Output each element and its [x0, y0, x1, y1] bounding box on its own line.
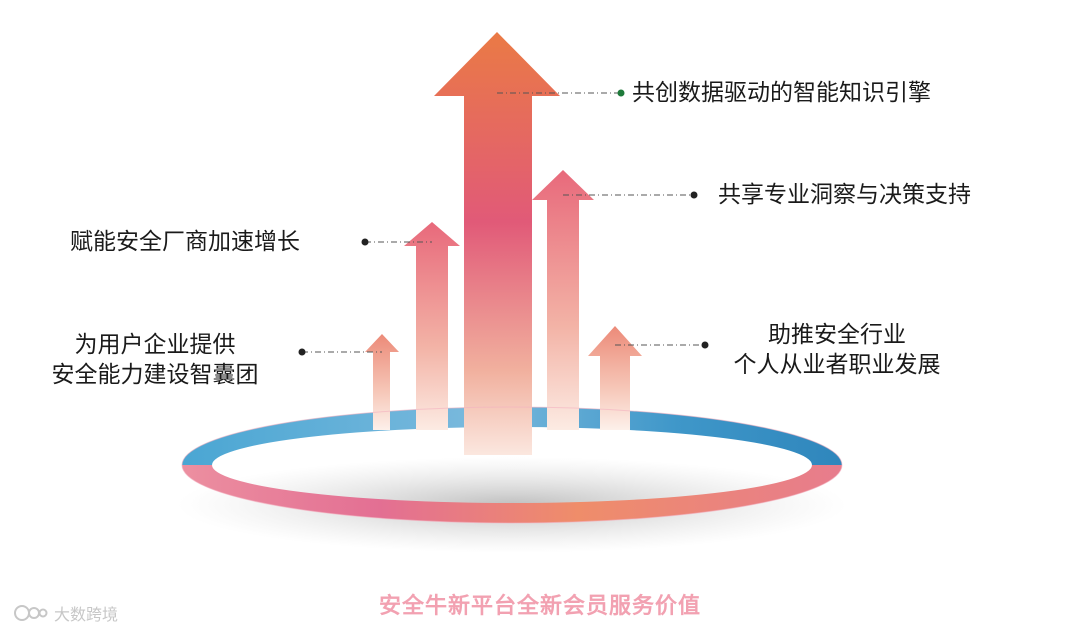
- watermark: 大数跨境: [14, 600, 118, 626]
- connector-dot-left-upper: [361, 238, 369, 246]
- arrow-small-left: [365, 334, 399, 430]
- label-right-upper: 共享专业洞察与决策支持: [718, 182, 971, 208]
- connector-dot-left-lower: [298, 348, 306, 356]
- label-right-lower: 助推安全行业 个人从业者职业发展: [712, 320, 962, 380]
- arrow-small-right: [588, 326, 642, 430]
- arrow-medium-right: [532, 170, 594, 430]
- connector-dot-top: [617, 89, 625, 97]
- connector-lines: [302, 92, 705, 353]
- label-left-lower: 为用户企业提供 安全能力建设智囊团: [40, 330, 270, 390]
- logo-mark-icon: [14, 605, 48, 621]
- label-right-lower-line2: 个人从业者职业发展: [733, 352, 941, 378]
- connector-dot-right-lower: [701, 341, 709, 349]
- label-left-lower-line1: 为用户企业提供: [74, 332, 236, 358]
- ring-front: [182, 465, 842, 523]
- arrow-medium-left: [404, 222, 460, 430]
- diagram-caption: 安全牛新平台全新会员服务价值: [378, 594, 701, 619]
- arrow-large-center: [434, 32, 560, 455]
- label-right-lower-line1: 助推安全行业: [768, 322, 906, 348]
- label-top: 共创数据驱动的智能知识引擎: [632, 80, 931, 106]
- ring-back: [182, 407, 842, 465]
- label-left-lower-line2: 安全能力建设智囊团: [51, 362, 259, 388]
- connector-dot-right-upper: [690, 191, 698, 199]
- watermark-text: 大数跨境: [54, 605, 119, 624]
- label-left-upper: 赋能安全厂商加速增长: [70, 229, 300, 255]
